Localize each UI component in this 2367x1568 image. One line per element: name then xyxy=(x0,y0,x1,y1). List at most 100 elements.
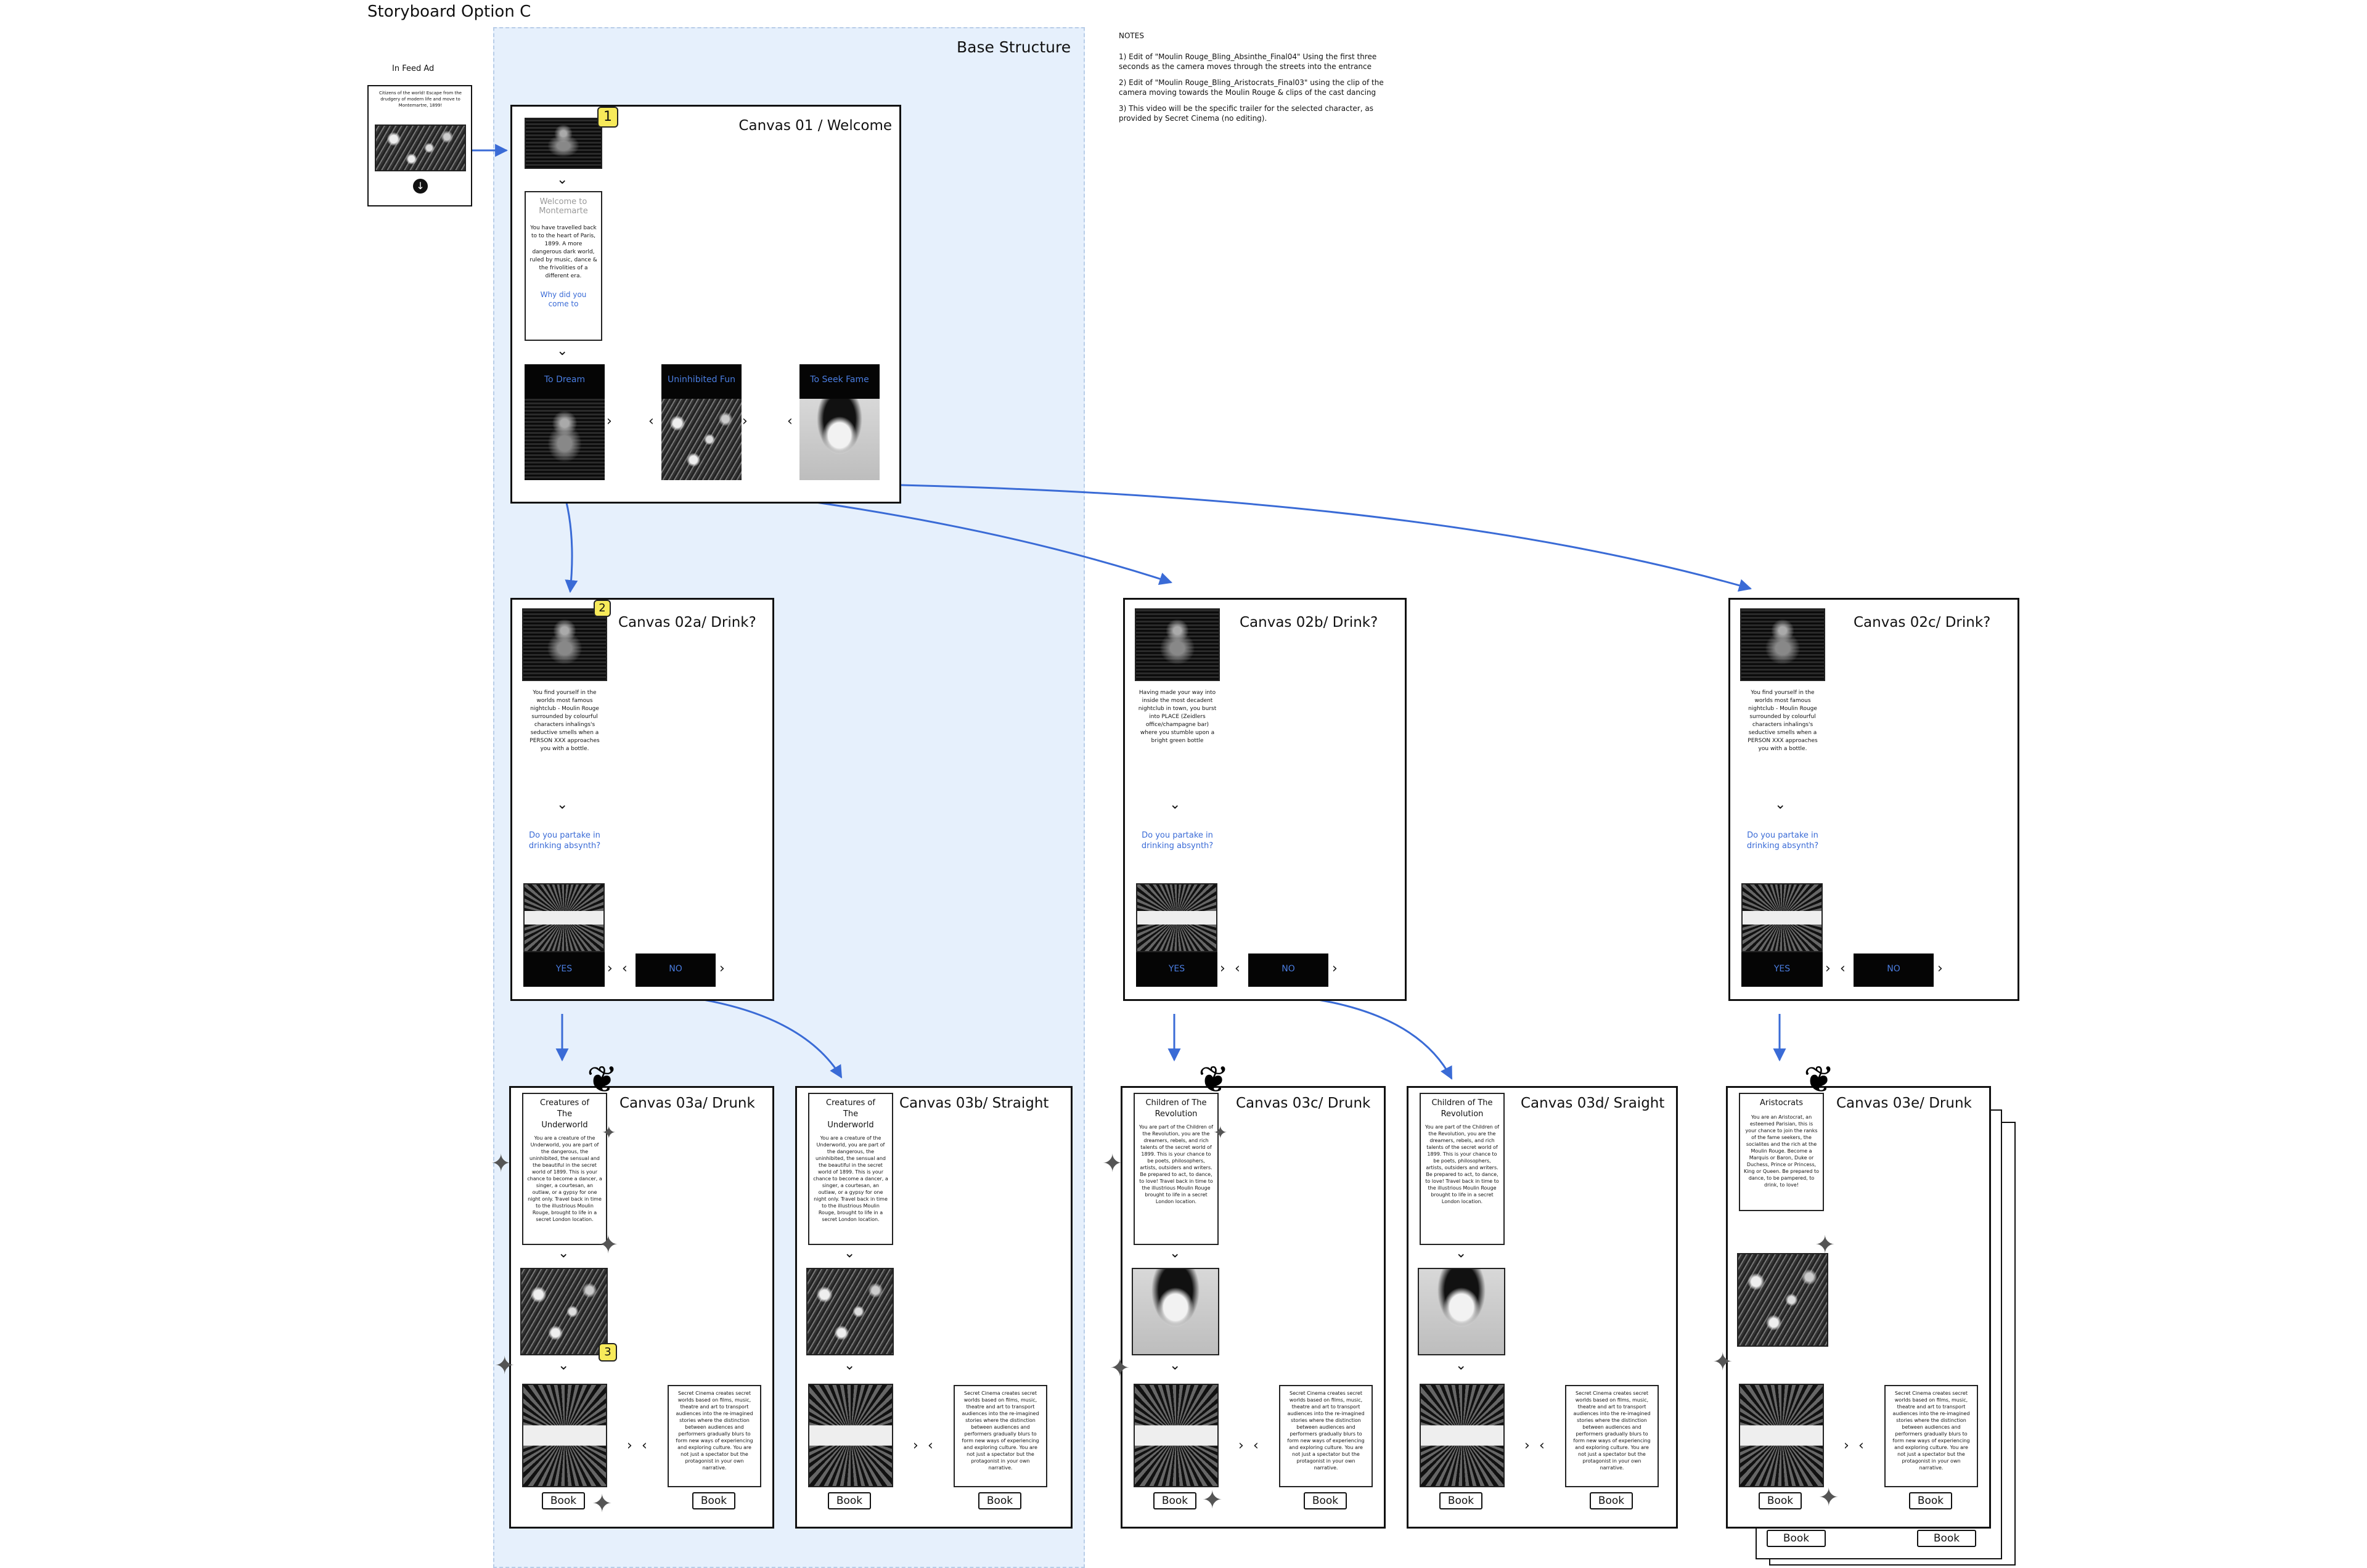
download-icon[interactable]: ↓ xyxy=(413,179,428,194)
chevron-left-icon[interactable]: ‹ xyxy=(642,1438,647,1453)
drink-video-thumb[interactable] xyxy=(522,608,607,681)
note-badge-2: 2 xyxy=(594,600,611,617)
chevron-left-icon[interactable]: ‹ xyxy=(787,414,793,429)
yes-button[interactable]: YES xyxy=(1136,952,1217,987)
canvas-02a-frame: 2 Canvas 02a/ Drink? You find yourself i… xyxy=(510,598,774,1001)
info-text: Secret Cinema creates secret worlds base… xyxy=(1287,1390,1365,1471)
option-label: Uninhibited Fun xyxy=(668,375,735,385)
chevron-right-icon[interactable]: › xyxy=(913,1438,918,1453)
chevron-right-icon[interactable]: › xyxy=(1524,1438,1530,1453)
chevron-down-icon: ⌄ xyxy=(1455,1246,1467,1261)
sparkle-icon: ✦ xyxy=(1202,1486,1223,1514)
info-text: Secret Cinema creates secret worlds base… xyxy=(1573,1390,1651,1471)
chevron-left-icon[interactable]: ‹ xyxy=(1858,1438,1864,1453)
option-card-uninhibited-fun[interactable]: Uninhibited Fun xyxy=(661,364,742,480)
sparkle-icon: ✦ xyxy=(1213,1122,1228,1143)
chevron-left-icon[interactable]: ‹ xyxy=(1840,961,1846,976)
sparkle-icon: ✦ xyxy=(1110,1354,1130,1382)
canvas-03b-frame: Creatures of The Underworld You are a cr… xyxy=(795,1086,1073,1529)
moulin-rouge-poster xyxy=(1420,1384,1505,1487)
chevron-left-icon[interactable]: ‹ xyxy=(1253,1438,1259,1453)
option-image xyxy=(525,399,605,480)
yes-label: YES xyxy=(555,964,573,974)
book-button[interactable]: Book xyxy=(828,1492,871,1509)
welcome-video-thumb[interactable] xyxy=(525,118,602,169)
absinthe-bottle-image xyxy=(1741,883,1823,952)
drink-question: Do you partake in drinking absynth? xyxy=(528,831,601,851)
character-heading: Creatures of The Underworld xyxy=(826,1098,875,1130)
chevron-down-icon: ⌄ xyxy=(1169,797,1181,812)
character-video-thumb[interactable] xyxy=(1418,1268,1505,1355)
note-item: 1) Edit of "Moulin Rouge_Bling_Absinthe_… xyxy=(1119,52,1377,71)
chevron-right-icon[interactable]: › xyxy=(627,1438,632,1453)
no-button[interactable]: NO xyxy=(636,953,716,987)
chevron-right-icon[interactable]: › xyxy=(607,414,612,429)
chevron-right-icon[interactable]: › xyxy=(1844,1438,1849,1453)
book-button[interactable]: Book xyxy=(1917,1530,1976,1547)
character-video-thumb[interactable] xyxy=(1132,1268,1219,1355)
canvas-02a-title: Canvas 02a/ Drink? xyxy=(618,615,756,631)
sparkle-icon: ✦ xyxy=(491,1149,512,1178)
chevron-right-icon[interactable]: › xyxy=(607,961,613,976)
chevron-right-icon[interactable]: › xyxy=(1220,961,1225,976)
book-button[interactable]: Book xyxy=(1304,1492,1347,1509)
note-item: 2) Edit of "Moulin Rouge_Bling_Aristocra… xyxy=(1119,78,1384,97)
canvas-01-frame: 1 Canvas 01 / Welcome ⌄ Welcome to Monte… xyxy=(510,105,901,504)
chevron-right-icon[interactable]: › xyxy=(1332,961,1338,976)
no-button[interactable]: NO xyxy=(1248,953,1328,987)
yes-button[interactable]: YES xyxy=(523,952,605,987)
character-video-thumb[interactable] xyxy=(520,1268,608,1355)
info-text-box: Secret Cinema creates secret worlds base… xyxy=(668,1385,761,1487)
chevron-right-icon[interactable]: › xyxy=(719,961,725,976)
canvas-01-title: Canvas 01 / Welcome xyxy=(738,118,892,134)
moulin-rouge-poster xyxy=(1134,1384,1219,1487)
chevron-right-icon[interactable]: › xyxy=(1825,961,1831,976)
book-button[interactable]: Book xyxy=(978,1492,1021,1509)
book-button[interactable]: Book xyxy=(1590,1492,1633,1509)
book-button[interactable]: Book xyxy=(692,1492,735,1509)
info-text-box: Secret Cinema creates secret worlds base… xyxy=(1884,1385,1978,1487)
drink-video-thumb[interactable] xyxy=(1740,608,1825,681)
drink-story-text: Having made your way into inside the mos… xyxy=(1138,690,1217,744)
chevron-right-icon[interactable]: › xyxy=(1238,1438,1244,1453)
canvas-03c-frame: Children of The Revolution You are part … xyxy=(1121,1086,1386,1529)
character-video-thumb[interactable] xyxy=(806,1268,894,1355)
no-button[interactable]: NO xyxy=(1854,953,1934,987)
chevron-right-icon[interactable]: › xyxy=(742,414,748,429)
sparkle-icon: ✦ xyxy=(1712,1348,1733,1376)
sparkle-icon: ✦ xyxy=(598,1231,619,1259)
option-card-to-seek-fame[interactable]: To Seek Fame xyxy=(799,364,880,480)
option-image xyxy=(661,399,742,480)
chevron-left-icon[interactable]: ‹ xyxy=(1235,961,1240,976)
book-button[interactable]: Book xyxy=(1759,1492,1802,1509)
chevron-left-icon[interactable]: ‹ xyxy=(1539,1438,1545,1453)
welcome-question: Why did you come to xyxy=(540,290,587,308)
no-label: NO xyxy=(1282,964,1295,974)
chevron-right-icon[interactable]: › xyxy=(1937,961,1943,976)
chevron-left-icon[interactable]: ‹ xyxy=(622,961,628,976)
welcome-text-box: Welcome to Montemarte You have travelled… xyxy=(525,191,602,341)
canvas-03b-title: Canvas 03b/ Straight xyxy=(899,1095,1049,1111)
character-video-thumb[interactable] xyxy=(1737,1253,1828,1347)
chevron-down-icon: ⌄ xyxy=(844,1358,856,1373)
option-card-to-dream[interactable]: To Dream xyxy=(525,364,605,480)
character-text-box: Creatures of The Underworld You are a cr… xyxy=(522,1093,607,1245)
drink-question: Do you partake in drinking absynth? xyxy=(1141,831,1214,851)
chevron-left-icon[interactable]: ‹ xyxy=(928,1438,933,1453)
canvas-02b-title: Canvas 02b/ Drink? xyxy=(1240,615,1378,631)
book-button[interactable]: Book xyxy=(542,1492,585,1509)
canvas-03e-frame: Aristocrats You are an Aristocrat, an es… xyxy=(1726,1086,1991,1529)
infeed-ad-text: Citizens of the world! Escape from the d… xyxy=(379,91,462,108)
arrow-01-to-02c xyxy=(838,483,1752,592)
yes-button[interactable]: YES xyxy=(1741,952,1823,987)
notes-heading: NOTES xyxy=(1119,31,1144,40)
book-button[interactable]: Book xyxy=(1439,1492,1482,1509)
book-button[interactable]: Book xyxy=(1767,1530,1826,1547)
drink-video-thumb[interactable] xyxy=(1135,608,1220,681)
infeed-ad-frame[interactable]: Citizens of the world! Escape from the d… xyxy=(367,85,472,206)
book-button[interactable]: Book xyxy=(1153,1492,1196,1509)
chevron-left-icon[interactable]: ‹ xyxy=(648,414,654,429)
infeed-ad-image xyxy=(375,125,466,171)
book-button[interactable]: Book xyxy=(1909,1492,1952,1509)
character-text-box: Children of The Revolution You are part … xyxy=(1134,1093,1219,1245)
